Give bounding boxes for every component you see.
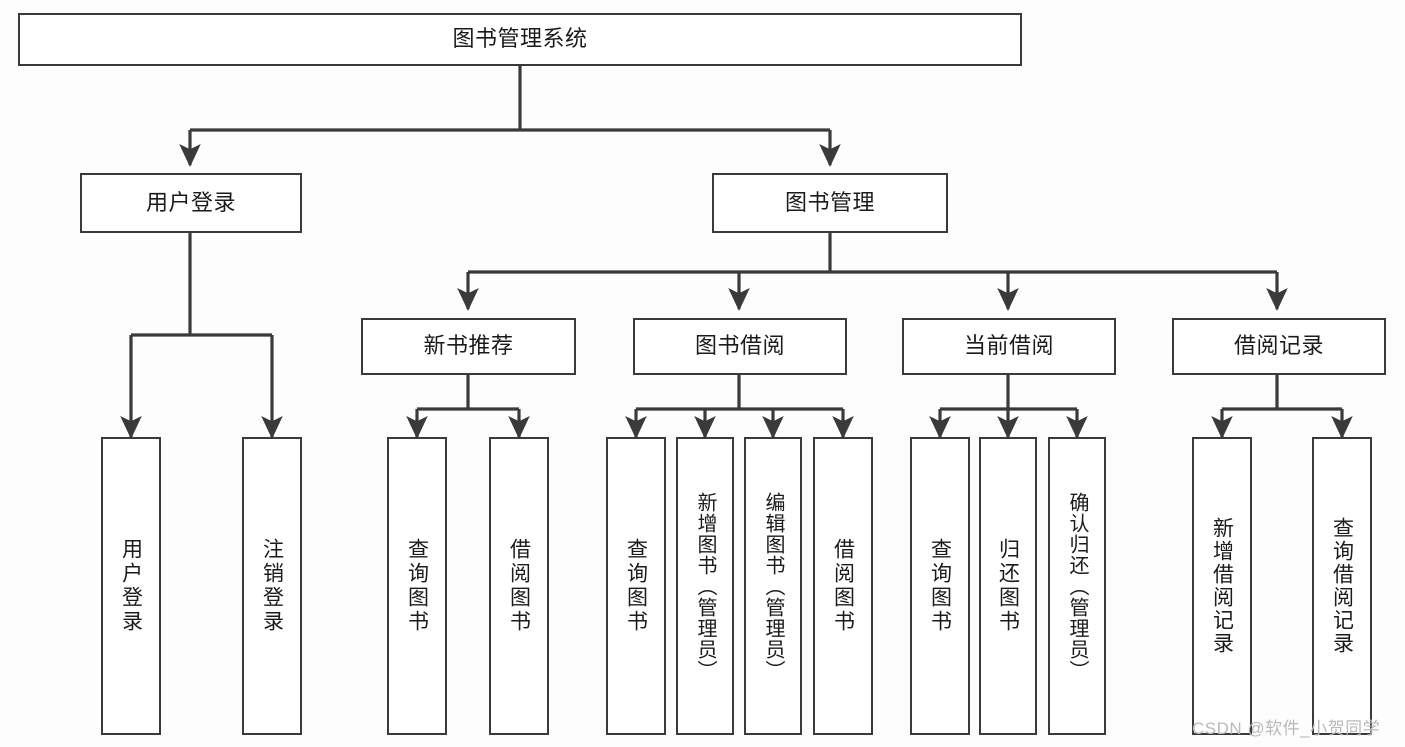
leaf-book-borrow-add[interactable]: 新增图书（管理员） <box>676 437 734 735</box>
leaf-new-book-query-label: 查询图书 <box>405 538 429 634</box>
leaf-user-login[interactable]: 用户登录 <box>101 437 161 735</box>
leaf-book-borrow-borrow-label: 借阅图书 <box>831 538 855 634</box>
leaf-current-borrow-query[interactable]: 查询图书 <box>910 437 970 735</box>
leaf-current-borrow-return-label: 归还图书 <box>996 538 1020 634</box>
leaf-user-logout-label: 注销登录 <box>260 538 284 634</box>
leaf-book-borrow-borrow[interactable]: 借阅图书 <box>813 437 873 735</box>
leaf-user-logout[interactable]: 注销登录 <box>242 437 302 735</box>
node-current-borrow-label: 当前借阅 <box>963 333 1054 359</box>
node-root-label: 图书管理系统 <box>452 26 588 52</box>
leaf-user-login-label: 用户登录 <box>119 538 143 634</box>
leaf-borrow-record-add-label: 新增借阅记录 <box>1210 517 1234 655</box>
leaf-current-borrow-query-label: 查询图书 <box>928 538 952 634</box>
node-user-login-label: 用户登录 <box>145 189 236 215</box>
node-book-manage-label: 图书管理 <box>784 189 875 215</box>
node-book-borrow[interactable]: 图书借阅 <box>633 318 847 375</box>
leaf-new-book-borrow-label: 借阅图书 <box>507 538 531 634</box>
leaf-current-borrow-confirm-label: 确认归还（管理员） <box>1066 491 1088 681</box>
leaf-current-borrow-return[interactable]: 归还图书 <box>979 437 1037 735</box>
node-book-manage[interactable]: 图书管理 <box>712 173 948 233</box>
node-new-book-recommend-label: 新书推荐 <box>423 333 514 359</box>
leaf-book-borrow-edit[interactable]: 编辑图书（管理员） <box>744 437 802 735</box>
leaf-new-book-borrow[interactable]: 借阅图书 <box>489 437 549 735</box>
leaf-current-borrow-confirm[interactable]: 确认归还（管理员） <box>1048 437 1106 735</box>
leaf-new-book-query[interactable]: 查询图书 <box>387 437 447 735</box>
node-user-login[interactable]: 用户登录 <box>80 173 302 233</box>
node-borrow-record-label: 借阅记录 <box>1233 333 1324 359</box>
node-current-borrow[interactable]: 当前借阅 <box>902 318 1116 375</box>
leaf-book-borrow-edit-label: 编辑图书（管理员） <box>762 491 784 681</box>
node-root[interactable]: 图书管理系统 <box>18 13 1022 66</box>
leaf-book-borrow-add-label: 新增图书（管理员） <box>694 491 716 681</box>
leaf-borrow-record-query-label: 查询借阅记录 <box>1330 517 1354 655</box>
node-book-borrow-label: 图书借阅 <box>694 333 785 359</box>
leaf-book-borrow-query-label: 查询图书 <box>624 538 648 634</box>
leaf-borrow-record-query[interactable]: 查询借阅记录 <box>1312 437 1372 735</box>
node-borrow-record[interactable]: 借阅记录 <box>1172 318 1386 375</box>
node-new-book-recommend[interactable]: 新书推荐 <box>361 318 576 375</box>
leaf-borrow-record-add[interactable]: 新增借阅记录 <box>1192 437 1252 735</box>
leaf-book-borrow-query[interactable]: 查询图书 <box>606 437 666 735</box>
